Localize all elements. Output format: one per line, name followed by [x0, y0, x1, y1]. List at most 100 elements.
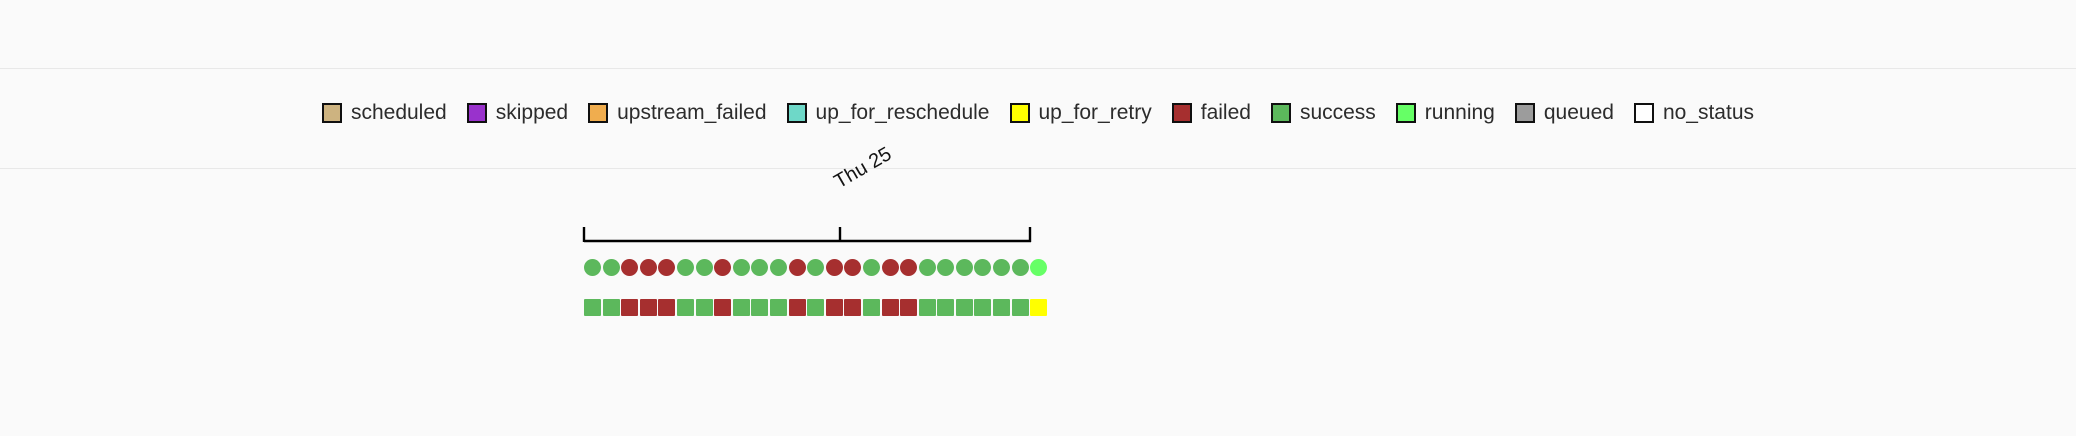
- task-instance-marker-failed[interactable]: [881, 298, 899, 316]
- dag-run-marker-success[interactable]: [993, 258, 1011, 276]
- task-instance-marker-success[interactable]: [1011, 298, 1029, 316]
- dag-run-marker-failed[interactable]: [881, 258, 899, 276]
- legend-label: upstream_failed: [617, 101, 767, 124]
- task-instance-marker-slot: [937, 297, 956, 317]
- dag-run-marker-success[interactable]: [732, 258, 750, 276]
- dag-run-marker-failed[interactable]: [844, 258, 862, 276]
- dag-run-circle-row: [584, 257, 1049, 277]
- divider-below-legend: [0, 168, 2076, 169]
- task-instance-marker-failed[interactable]: [788, 298, 806, 316]
- legend-item-skipped[interactable]: skipped: [466, 101, 569, 124]
- dag-run-marker-success[interactable]: [955, 258, 973, 276]
- dag-run-marker-success[interactable]: [751, 258, 769, 276]
- dag-run-marker-success[interactable]: [1011, 258, 1029, 276]
- dag-run-marker-slot: [807, 257, 826, 277]
- legend-item-upstream-failed[interactable]: upstream_failed: [588, 101, 767, 124]
- legend-item-running[interactable]: running: [1395, 102, 1495, 123]
- legend-swatch-up-for-reschedule: [786, 102, 807, 123]
- task-instance-marker-success[interactable]: [695, 298, 713, 316]
- dag-run-marker-failed[interactable]: [639, 258, 657, 276]
- task-instance-marker-slot: [918, 297, 938, 317]
- dag-run-marker-success[interactable]: [862, 258, 880, 276]
- legend-swatch-queued: [1514, 102, 1535, 123]
- legend-item-up-for-reschedule[interactable]: up_for_reschedule: [786, 102, 990, 123]
- dag-run-marker-success[interactable]: [937, 258, 955, 276]
- dag-run-marker-slot: [993, 257, 1012, 277]
- dag-run-marker-success[interactable]: [918, 258, 936, 276]
- dag-run-marker-slot: [602, 257, 622, 277]
- dag-run-marker-failed[interactable]: [900, 258, 918, 276]
- task-instance-marker-slot: [993, 297, 1012, 317]
- dag-run-marker-success[interactable]: [807, 258, 825, 276]
- task-instance-marker-failed[interactable]: [844, 298, 862, 316]
- dag-run-marker-slot: [1011, 257, 1031, 277]
- task-instance-marker-failed[interactable]: [714, 298, 732, 316]
- dag-run-marker-success[interactable]: [602, 258, 620, 276]
- dag-run-marker-failed[interactable]: [621, 258, 639, 276]
- task-instance-marker-failed[interactable]: [825, 298, 843, 316]
- legend-item-no-status[interactable]: no_status: [1633, 102, 1754, 123]
- dag-run-marker-slot: [788, 257, 808, 277]
- task-instance-marker-success[interactable]: [993, 298, 1011, 316]
- dag-run-marker-running[interactable]: [1030, 258, 1048, 276]
- task-instance-marker-success[interactable]: [676, 298, 694, 316]
- dag-run-marker-success[interactable]: [584, 258, 601, 276]
- task-instance-marker-success[interactable]: [807, 298, 825, 316]
- dag-run-status-plot: Thu 25: [582, 143, 1183, 436]
- dag-run-marker-failed[interactable]: [658, 258, 676, 276]
- dag-run-marker-success[interactable]: [695, 258, 713, 276]
- task-instance-marker-success[interactable]: [974, 298, 992, 316]
- legend-item-failed[interactable]: failed: [1171, 102, 1251, 123]
- task-instance-marker-slot: [1011, 297, 1031, 317]
- task-instance-marker-success[interactable]: [602, 298, 620, 316]
- task-instance-marker-slot: [621, 297, 640, 317]
- legend-label: up_for_retry: [1038, 101, 1152, 124]
- dag-run-marker-failed[interactable]: [825, 258, 843, 276]
- dag-run-marker-slot: [732, 257, 752, 277]
- legend-swatch-scheduled: [321, 102, 342, 123]
- task-instance-marker-failed[interactable]: [658, 298, 676, 316]
- task-instance-marker-success[interactable]: [732, 298, 750, 316]
- legend-swatch-upstream-failed: [588, 102, 609, 123]
- dag-run-marker-slot: [769, 257, 789, 277]
- task-instance-marker-slot: [676, 297, 696, 317]
- task-instance-marker-success[interactable]: [751, 298, 769, 316]
- legend-item-success[interactable]: success: [1270, 102, 1376, 123]
- dag-run-marker-slot: [881, 257, 901, 277]
- task-instance-marker-failed[interactable]: [900, 298, 918, 316]
- legend-swatch-up-for-retry: [1009, 102, 1030, 123]
- legend-item-scheduled[interactable]: scheduled: [321, 102, 447, 123]
- task-instance-marker-success[interactable]: [769, 298, 787, 316]
- task-instance-marker-slot: [844, 297, 863, 317]
- dag-run-marker-slot: [937, 257, 956, 277]
- x-axis: [582, 227, 1032, 243]
- top-blank-band: [0, 0, 2076, 68]
- task-instance-marker-success[interactable]: [937, 298, 955, 316]
- legend-label: skipped: [495, 101, 569, 124]
- task-instance-marker-slot: [881, 297, 901, 317]
- dag-run-marker-slot: [955, 257, 975, 277]
- legend-band: scheduled skipped upstream_failed up_for_re…: [0, 69, 2076, 168]
- task-instance-marker-success[interactable]: [862, 298, 880, 316]
- dag-run-marker-slot: [844, 257, 863, 277]
- dag-run-marker-success[interactable]: [676, 258, 694, 276]
- task-instance-marker-success[interactable]: [918, 298, 936, 316]
- task-instance-marker-failed[interactable]: [621, 298, 639, 316]
- task-instance-marker-up_for_retry[interactable]: [1030, 298, 1048, 316]
- legend-item-up-for-retry[interactable]: up_for_retry: [1009, 101, 1152, 124]
- dag-run-marker-slot: [695, 257, 715, 277]
- dag-run-marker-slot: [658, 257, 677, 277]
- task-instance-marker-slot: [695, 297, 715, 317]
- status-legend: scheduled skipped upstream_failed up_for_re…: [0, 102, 2076, 123]
- dag-run-marker-failed[interactable]: [788, 258, 806, 276]
- dag-run-marker-failed[interactable]: [714, 258, 732, 276]
- dag-run-marker-success[interactable]: [974, 258, 992, 276]
- task-instance-marker-success[interactable]: [584, 298, 601, 316]
- dag-run-marker-slot: [918, 257, 938, 277]
- task-instance-marker-slot: [658, 297, 677, 317]
- task-instance-marker-success[interactable]: [955, 298, 973, 316]
- dag-run-marker-success[interactable]: [769, 258, 787, 276]
- legend-swatch-running: [1395, 102, 1416, 123]
- task-instance-marker-failed[interactable]: [639, 298, 657, 316]
- legend-item-queued[interactable]: queued: [1514, 102, 1614, 123]
